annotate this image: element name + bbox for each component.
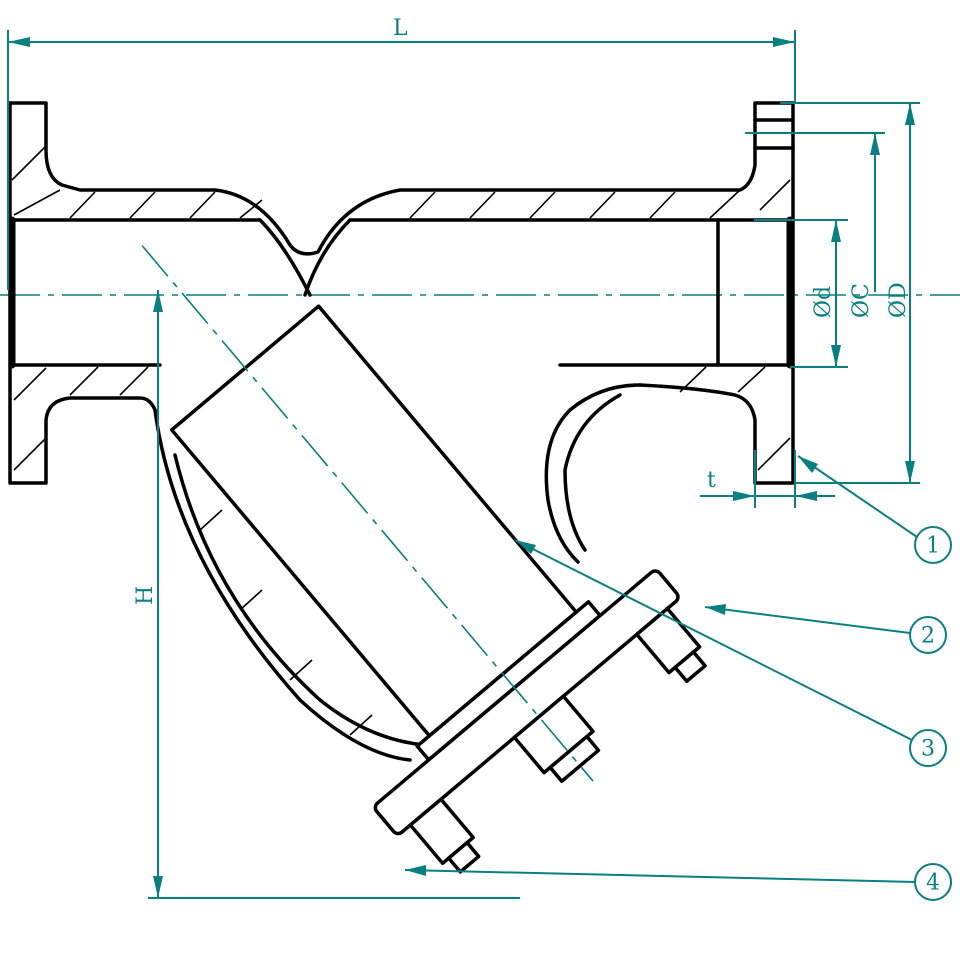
- dim-label-L: L: [393, 16, 408, 41]
- dim-label-t: t: [707, 468, 716, 493]
- dimension-L: L: [7, 16, 796, 290]
- callout-4: 4: [404, 863, 952, 901]
- strainer-body: [153, 383, 642, 762]
- dimension-d: Ød: [754, 219, 848, 368]
- dimension-H: H: [133, 290, 520, 899]
- bolt-end: [673, 650, 707, 683]
- dimension-C: ØC: [745, 132, 885, 318]
- dim-label-d: Ød: [811, 286, 836, 318]
- callout-2: 2: [704, 604, 947, 654]
- dim-label-H: H: [133, 586, 158, 605]
- callout-number: 1: [926, 534, 940, 559]
- callout-number: 3: [921, 737, 935, 762]
- callout-number: 2: [921, 624, 935, 649]
- dimension-t: t: [700, 450, 835, 508]
- callout-number: 4: [926, 871, 940, 896]
- callout-3: 3: [514, 539, 947, 767]
- left-flange: [8, 101, 795, 485]
- callout-1: 1: [797, 455, 952, 564]
- dim-label-D: ØD: [886, 282, 911, 318]
- dim-label-C: ØC: [849, 283, 874, 318]
- section-hatching: [11, 145, 791, 736]
- dimension-D: ØD: [780, 102, 920, 484]
- bolt-end: [446, 840, 481, 874]
- screen-and-cover: [141, 245, 707, 874]
- strainer-axis: [141, 245, 594, 782]
